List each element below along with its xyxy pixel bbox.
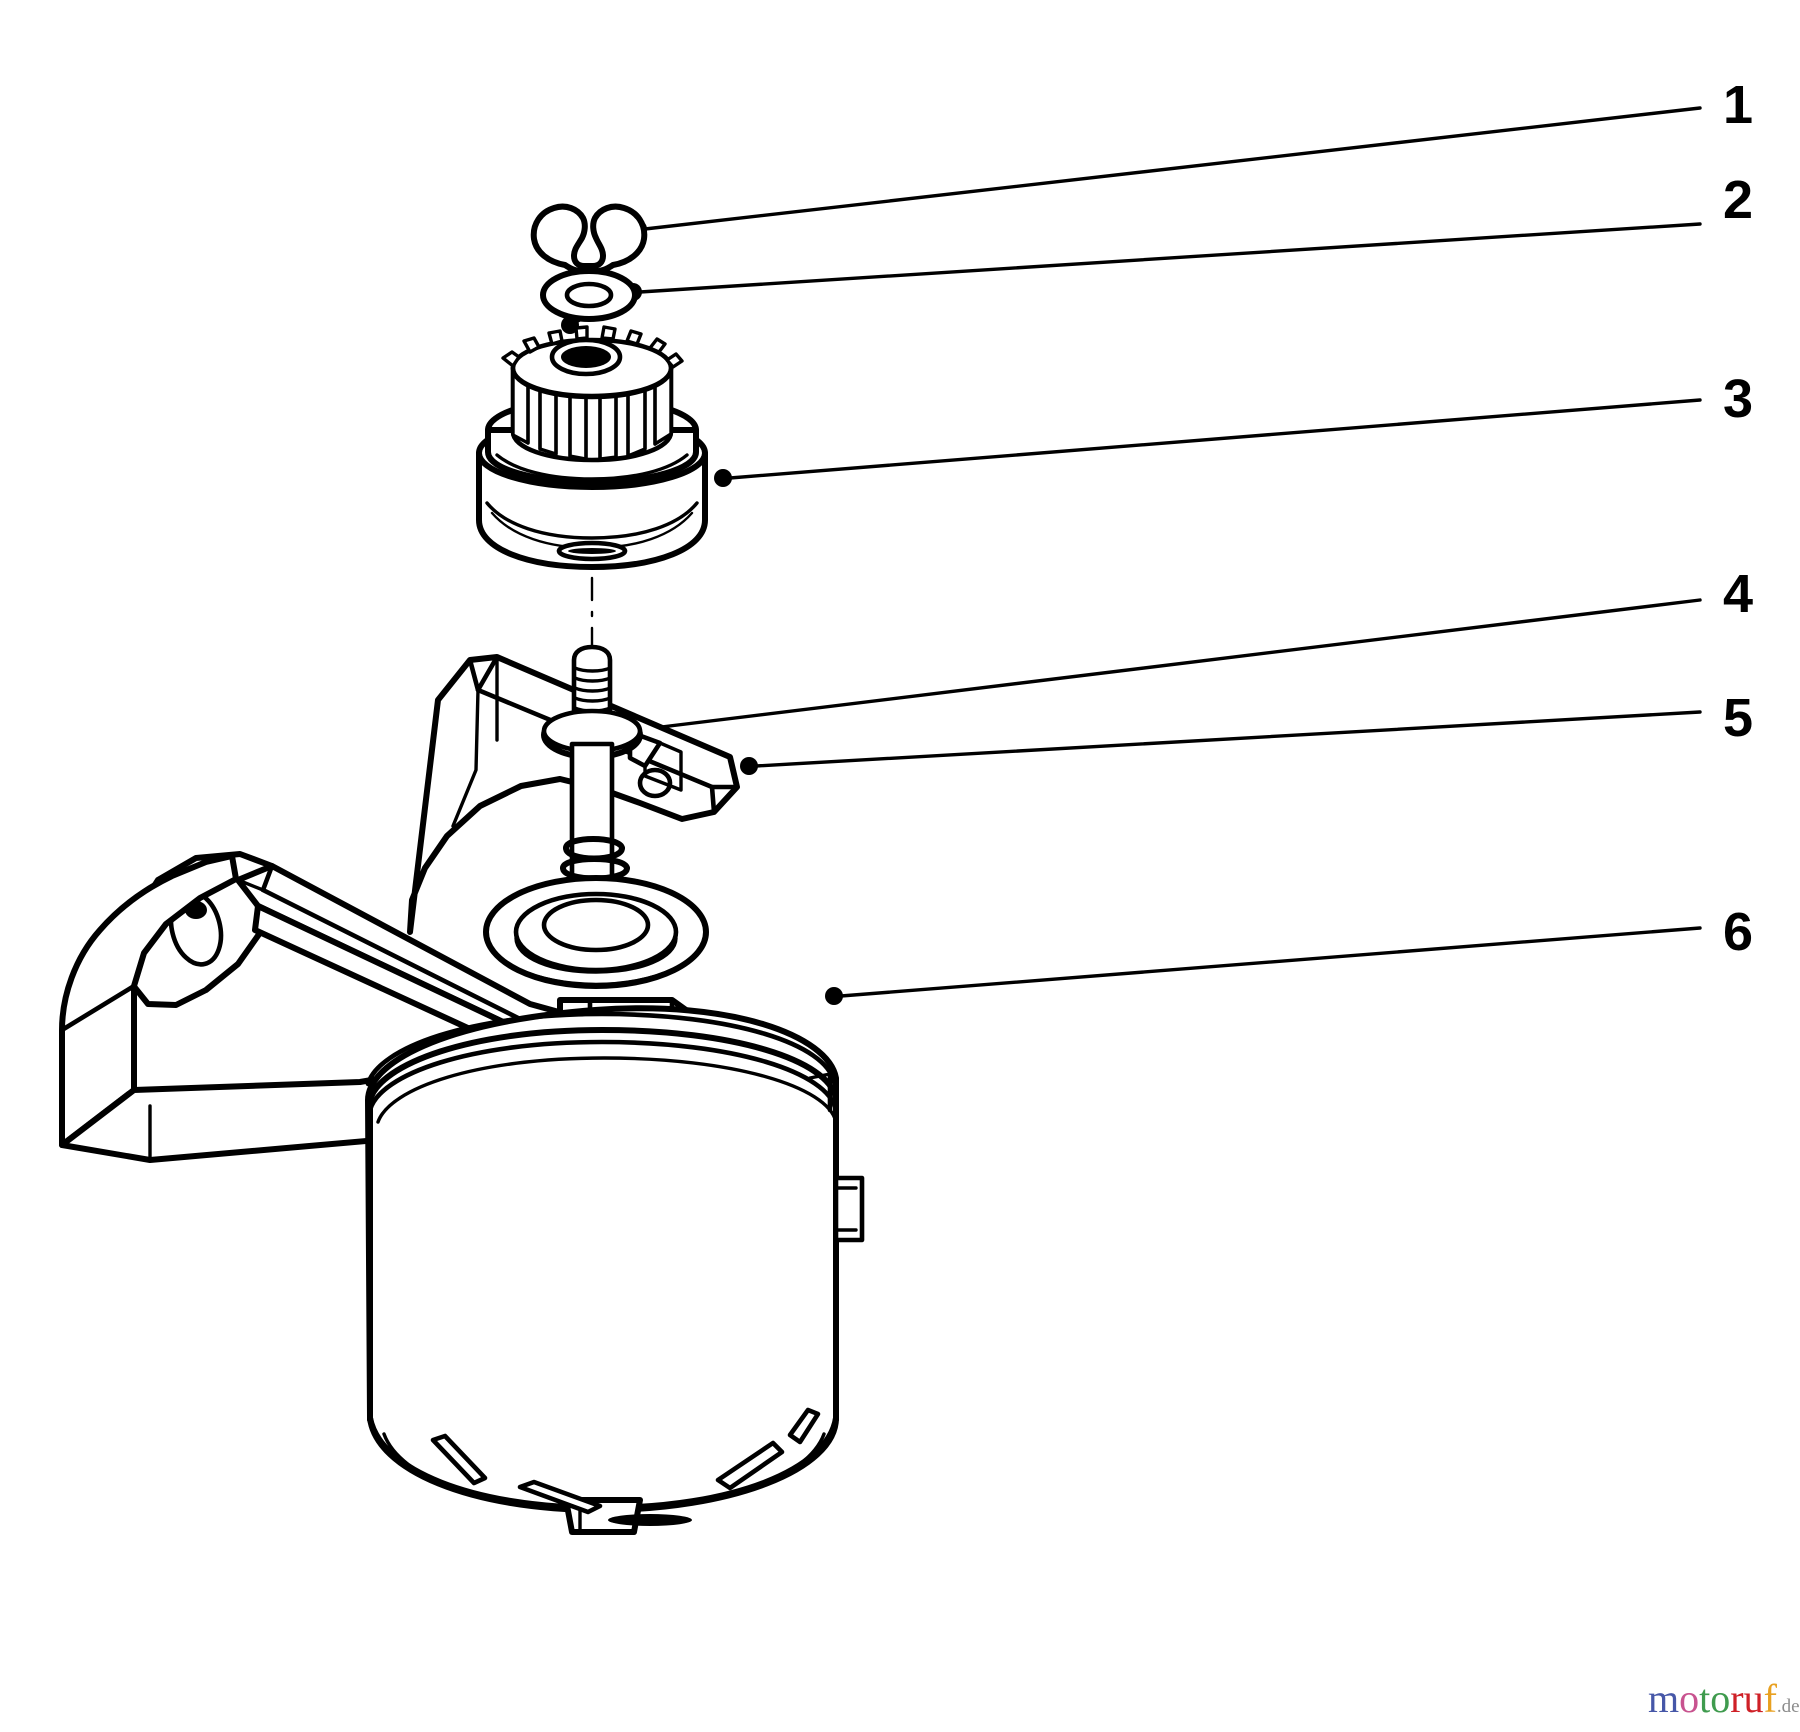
callout-number-6: 6 <box>1723 902 1754 962</box>
motor-vent-slots <box>430 1407 821 1526</box>
retaining-ring-part <box>530 203 648 275</box>
leader-line-6 <box>839 926 1702 998</box>
callout-number-1: 1 <box>1723 75 1754 135</box>
leader-line-4 <box>643 598 1702 731</box>
watermark-letter-o2: o <box>1710 1676 1731 1721</box>
watermark-letter-u: u <box>1743 1676 1764 1721</box>
drive-pinion-assembly-part <box>476 325 708 570</box>
watermark-letter-m: m <box>1648 1676 1680 1721</box>
leader-line-3 <box>728 398 1702 480</box>
leader-lines <box>561 106 1702 1005</box>
watermark-letter-o1: o <box>1679 1676 1700 1721</box>
callout-number-4: 4 <box>1723 564 1754 624</box>
shaft-thrust-washer <box>541 708 643 760</box>
leader-dot-5 <box>740 757 758 775</box>
leader-line-2 <box>638 222 1702 294</box>
callout-number-3: 3 <box>1723 369 1754 429</box>
watermark-letter-r: r <box>1730 1676 1744 1721</box>
watermark-letter-f: f <box>1763 1676 1777 1721</box>
leader-line-5 <box>754 710 1702 768</box>
upper-washer-part <box>540 268 638 322</box>
watermark-suffix: .de <box>1776 1696 1800 1717</box>
starter-motor-part <box>365 875 865 1535</box>
watermark-letter-t: t <box>1699 1676 1711 1721</box>
leader-line-1 <box>643 106 1702 231</box>
leader-dot-6 <box>825 987 843 1005</box>
callout-number-5: 5 <box>1723 688 1754 748</box>
callout-number-2: 2 <box>1723 170 1754 230</box>
motoruf-watermark: motoruf.de <box>1648 1678 1800 1728</box>
